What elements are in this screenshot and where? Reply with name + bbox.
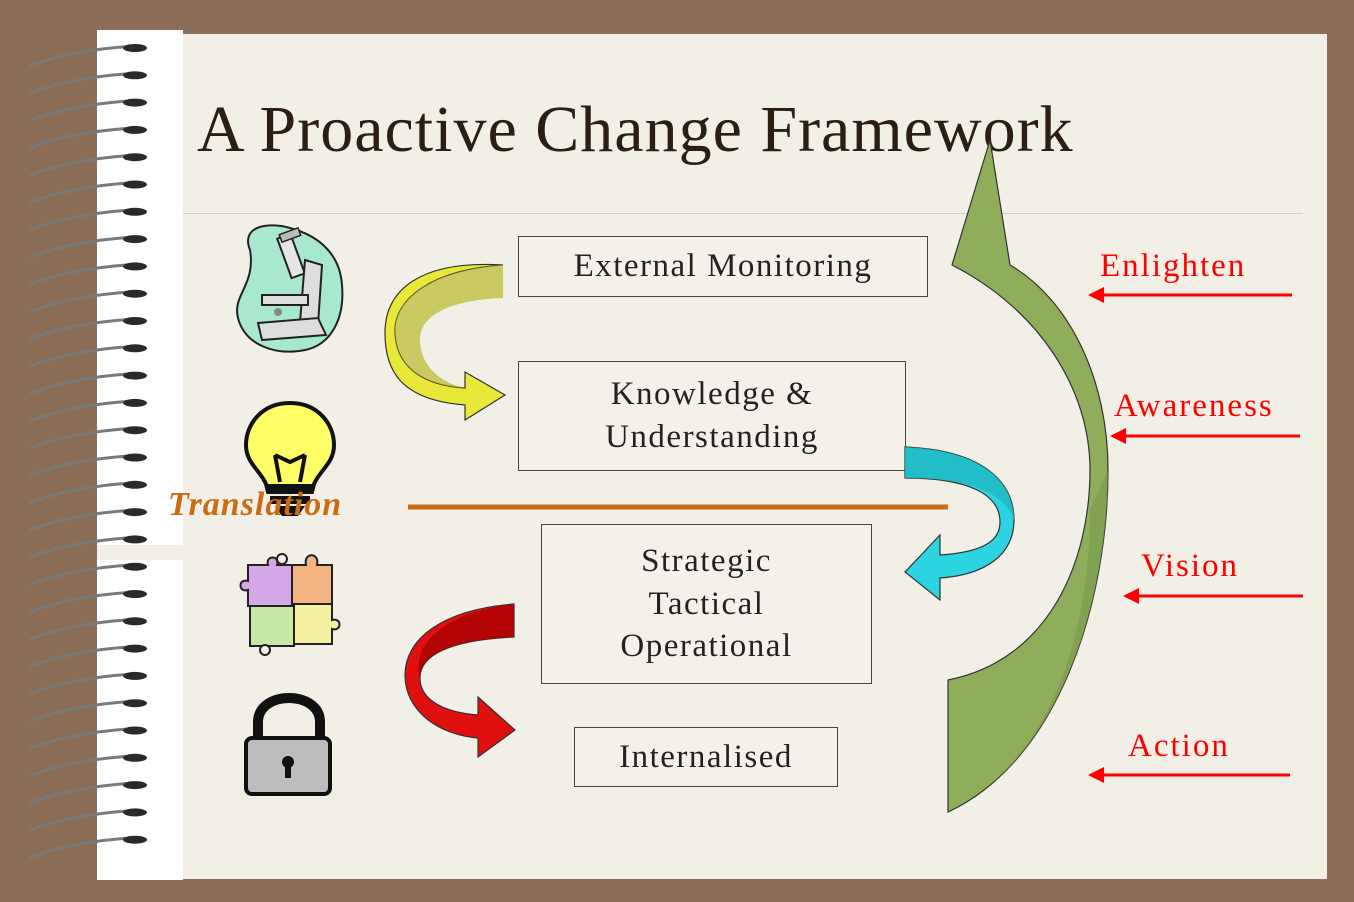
- spiral-hole: [123, 44, 147, 52]
- stage-arrow-awareness: [1110, 428, 1300, 444]
- spiral-hole: [123, 453, 147, 462]
- spiral-hole: [123, 153, 147, 162]
- stage-label-action: Action: [1128, 728, 1230, 764]
- translation-label: Translation: [168, 486, 343, 523]
- spiral-hole: [123, 644, 147, 653]
- spiral-hole: [123, 262, 147, 271]
- puzzle-icon: [239, 553, 341, 656]
- spiral-hole: [123, 562, 147, 571]
- stage-label-vision: Vision: [1141, 548, 1240, 584]
- spiral-hole: [123, 398, 147, 407]
- spiral-hole: [123, 71, 147, 80]
- spiral-hole: [123, 480, 147, 489]
- stage-label-enlighten: Enlighten: [1100, 248, 1247, 284]
- external-monitoring-label: External Monitoring: [573, 248, 873, 285]
- spiral-binding: [29, 30, 183, 880]
- spiral-hole: [123, 753, 147, 762]
- spiral-hole: [123, 617, 147, 626]
- spiral-hole: [123, 781, 147, 790]
- spiral-hole: [123, 371, 147, 380]
- operational-label: Operational: [620, 628, 793, 665]
- spiral-hole: [123, 808, 147, 817]
- spiral-hole: [123, 289, 147, 298]
- spiral-hole: [123, 98, 147, 107]
- lightbulb-icon: [243, 400, 337, 516]
- padlock-icon: [244, 693, 332, 796]
- spiral-hole: [123, 699, 147, 708]
- tactical-label: Tactical: [648, 585, 765, 622]
- knowledge-box: Knowledge & Understanding: [518, 361, 906, 471]
- strategy-levels-box: Strategic Tactical Operational: [541, 524, 872, 684]
- stage-label-awareness: Awareness: [1114, 388, 1274, 424]
- spiral-hole: [123, 180, 147, 189]
- stage-arrow-enlighten: [1088, 287, 1292, 303]
- internalised-box: Internalised: [574, 727, 838, 787]
- spiral-hole: [123, 835, 147, 844]
- spiral-hole: [123, 426, 147, 435]
- spiral-hole: [123, 671, 147, 680]
- page-title: A Proactive Change Framework: [197, 93, 1074, 166]
- title-divider: [183, 213, 1303, 214]
- spiral-hole: [123, 508, 147, 517]
- spiral-hole: [123, 535, 147, 544]
- stage-arrow-vision: [1123, 588, 1303, 604]
- strategic-label: Strategic: [641, 542, 772, 579]
- microscope-icon: [236, 224, 344, 353]
- knowledge-label-line2: Understanding: [605, 419, 819, 455]
- spiral-hole: [123, 207, 147, 216]
- knowledge-label-line1: Knowledge &: [610, 376, 814, 413]
- internalised-label: Internalised: [619, 738, 793, 775]
- stage-arrow-action: [1088, 767, 1290, 783]
- spiral-hole: [123, 125, 147, 134]
- spiral-hole: [123, 726, 147, 735]
- spiral-hole: [123, 317, 147, 325]
- external-monitoring-box: External Monitoring: [518, 236, 928, 297]
- spiral-hole: [123, 235, 147, 244]
- spiral-hole: [123, 344, 147, 353]
- spiral-hole: [123, 590, 147, 598]
